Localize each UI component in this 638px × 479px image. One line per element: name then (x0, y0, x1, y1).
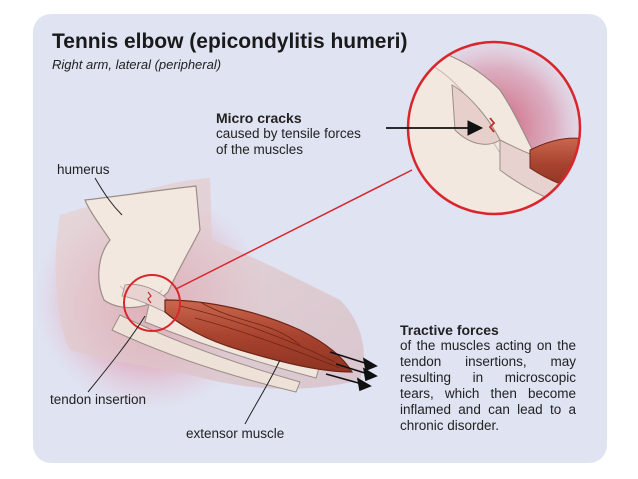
highlight-circle (123, 274, 181, 332)
diagram-subtitle: Right arm, lateral (peripheral) (52, 57, 222, 72)
diagram-title: Tennis elbow (epicondylitis humeri) (52, 30, 408, 53)
tendon-leader (87, 315, 146, 393)
tractive-forces-heading: Tractive forces (400, 322, 499, 338)
micro-cracks-line-2: of the muscles (216, 142, 304, 157)
tractive-force-arrows (325, 351, 378, 392)
zoom-connector (175, 169, 413, 290)
zoom-inset (406, 40, 582, 216)
tractive-forces-description: of the muscles acting on the tendon inse… (400, 338, 576, 433)
extensor-muscle-label: extensor muscle (186, 426, 285, 441)
micro-cracks-arrow (386, 120, 484, 136)
extensor-muscle-shape (164, 299, 354, 373)
extensor-leader (244, 359, 281, 425)
humerus-label: humerus (57, 162, 110, 177)
tractive-forces-callout: Tractive forces of the muscles acting on… (400, 322, 576, 434)
tendon-insertion-label: tendon insertion (50, 392, 147, 407)
micro-cracks-callout: Micro cracks caused by tensile forces of… (216, 110, 361, 158)
micro-cracks-heading: Micro cracks (216, 110, 302, 126)
micro-cracks-line-1: caused by tensile forces (216, 126, 361, 141)
humerus-leader (94, 177, 123, 216)
